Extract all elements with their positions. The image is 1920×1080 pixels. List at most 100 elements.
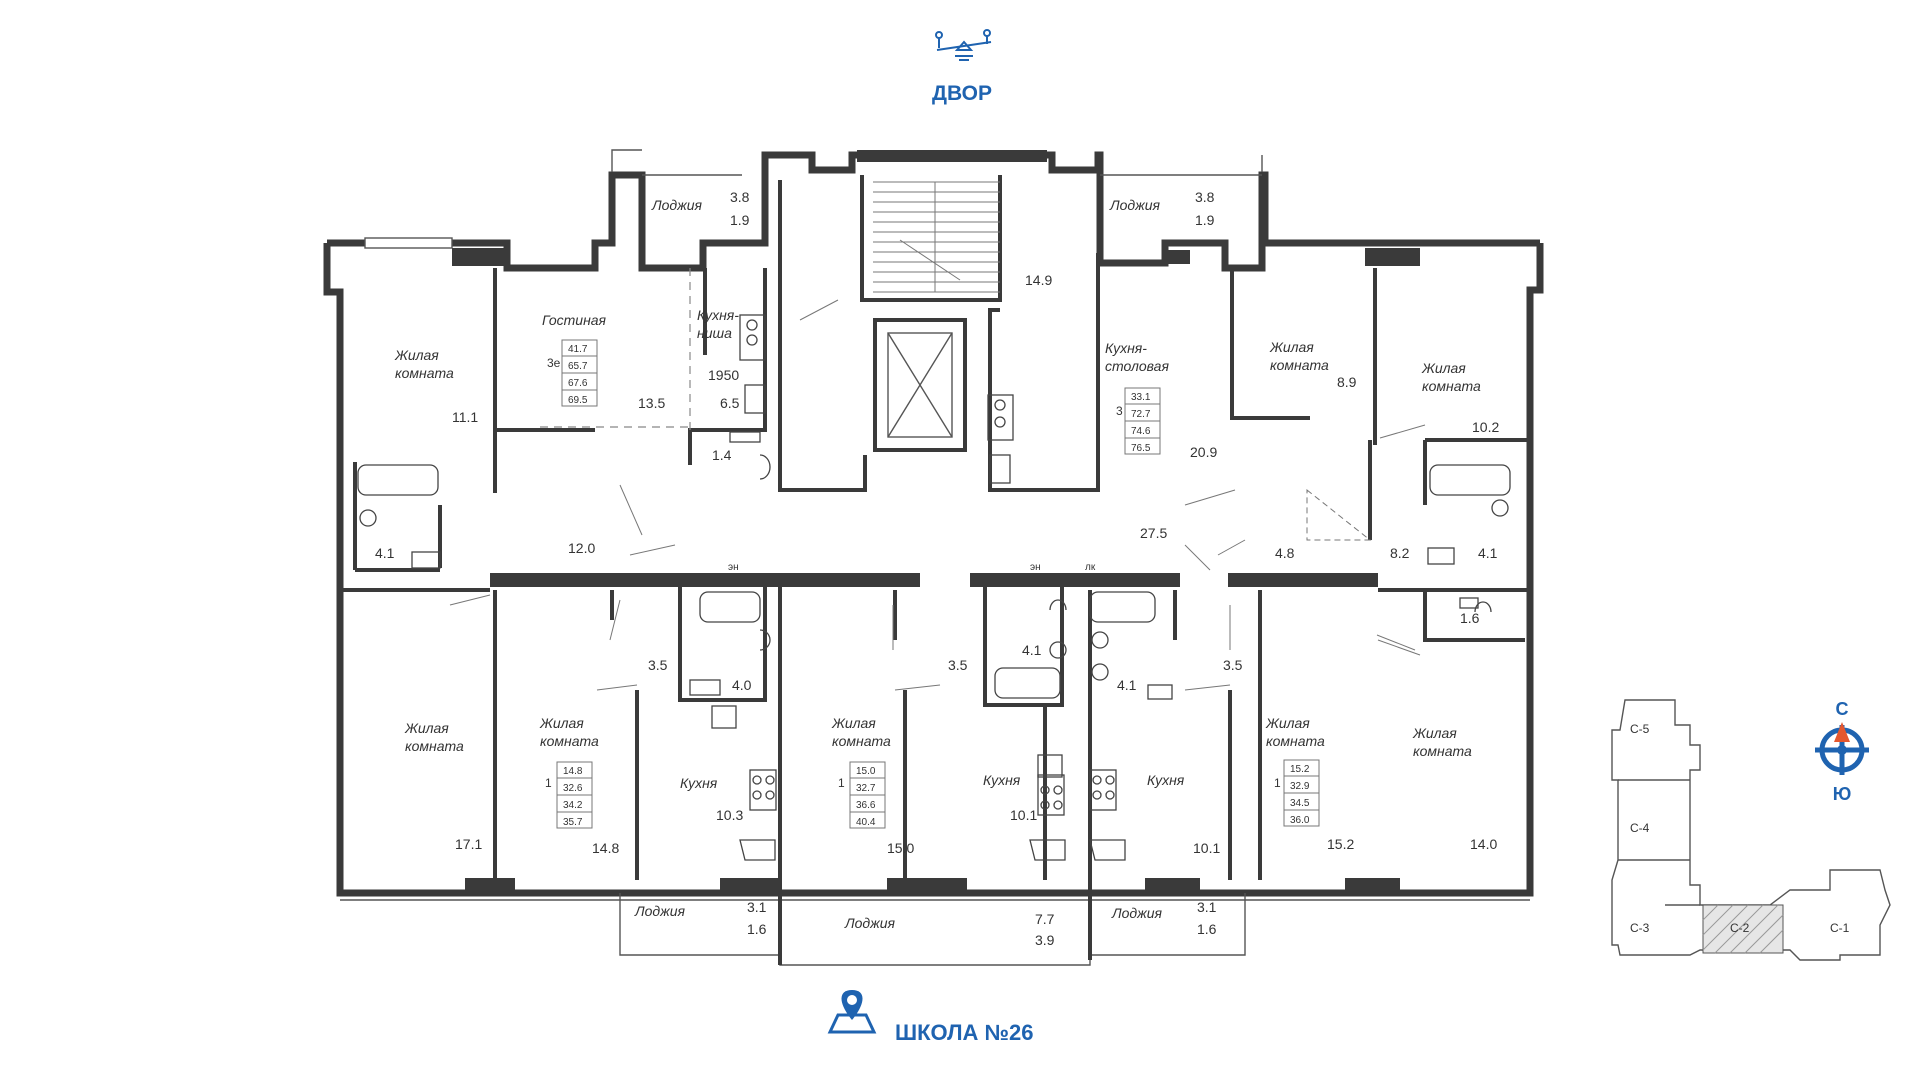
room-area: 4.1: [1478, 545, 1498, 561]
room-label: Кухня: [1147, 772, 1185, 788]
area-table: 14.8 32.6 34.2 35.7: [556, 761, 593, 829]
bathtub-icon: [699, 591, 761, 623]
loggia-area: 3.8: [1195, 189, 1215, 205]
compass-south: Ю: [1833, 784, 1852, 804]
total-area: 74.6: [1131, 426, 1151, 437]
room-label: комната: [1422, 378, 1481, 394]
total-area: 15.2: [1290, 764, 1310, 775]
section-label: С-3: [1630, 921, 1650, 935]
room-label: комната: [395, 365, 454, 381]
shaft-mark: лк: [1085, 562, 1096, 573]
apartment-type: 3е: [547, 356, 561, 370]
apartment-type: 1: [545, 776, 552, 790]
room-area: 14.0: [1470, 836, 1497, 852]
room-label: Кухня: [983, 772, 1021, 788]
section-label: С-5: [1630, 722, 1650, 736]
fixtures: [357, 314, 1511, 861]
area-table: 41.7 65.7 67.6 69.5: [561, 339, 598, 407]
stove-icon: [739, 314, 766, 361]
room-label: Гостиная: [542, 312, 607, 328]
loggia-depth: 1.6: [747, 921, 767, 937]
total-area: 34.2: [563, 800, 583, 811]
section-label-highlighted: С-2: [1730, 921, 1750, 935]
door-swings: [449, 268, 1426, 691]
room-label: комната: [1266, 733, 1325, 749]
total-area: 36.0: [1290, 815, 1310, 826]
room-area: 10.2: [1472, 419, 1499, 435]
loggia-depth: 3.9: [1035, 932, 1055, 948]
total-area: 40.4: [856, 817, 876, 828]
loggia-depth: 1.9: [1195, 212, 1215, 228]
total-area: 33.1: [1131, 392, 1151, 403]
room-area: 14.8: [592, 840, 619, 856]
loggia-area: 3.8: [730, 189, 750, 205]
room-area: 1.4: [712, 447, 732, 463]
outer-walls: [323, 149, 1544, 966]
sink-icon: [359, 509, 377, 527]
total-area: 32.7: [856, 783, 876, 794]
room-label: комната: [1413, 743, 1472, 759]
shaft-mark: эн: [1030, 562, 1041, 573]
bathtub-icon: [357, 464, 439, 496]
toilet-icon: [1427, 547, 1455, 565]
room-label: ниша: [697, 325, 732, 341]
loggia-area: 3.1: [747, 899, 767, 915]
loggia-label: Лоджия: [651, 197, 703, 213]
area-table: 15.2 32.9 34.5 36.0: [1283, 759, 1320, 827]
loggia-label: Лоджия: [634, 903, 686, 919]
room-area: 4.1: [1022, 642, 1042, 658]
total-area: 41.7: [568, 344, 588, 355]
total-area: 34.5: [1290, 798, 1310, 809]
room-label: комната: [405, 738, 464, 754]
kitchen-sink-icon: [989, 454, 1011, 484]
room-area: 11.1: [452, 409, 478, 425]
total-area: 36.6: [856, 800, 876, 811]
room-area: 10.3: [716, 807, 743, 823]
playground-icon: [935, 29, 992, 61]
loggia-depth: 1.9: [730, 212, 750, 228]
room-label: Жилая: [1265, 715, 1310, 731]
loggia-area: 7.7: [1035, 911, 1055, 927]
room-label: Кухня-: [1105, 340, 1147, 356]
room-area: 27.5: [1140, 525, 1167, 541]
room-area: 17.1: [455, 836, 482, 852]
school-label: ШКОЛА №26: [895, 1020, 1034, 1045]
yard-label: ДВОР: [932, 82, 992, 105]
bathtub-icon: [1089, 591, 1156, 623]
kitchen-sink-icon: [744, 384, 766, 414]
loggia-area: 3.1: [1197, 899, 1217, 915]
toilet-icon: [411, 551, 441, 569]
shaft-mark: эн: [728, 562, 739, 573]
room-area: 3.5: [1223, 657, 1243, 673]
map-pin-icon: [827, 990, 877, 1034]
loggia-depth: 1.6: [1197, 921, 1217, 937]
apartment-type: 3: [1116, 404, 1123, 418]
kitchen-sink-icon: [1037, 754, 1063, 778]
total-area: 69.5: [568, 395, 588, 406]
room-area: 8.2: [1390, 545, 1410, 561]
loggia-label: Лоджия: [1109, 197, 1161, 213]
total-area: 32.6: [563, 783, 583, 794]
sink-icon: [1491, 499, 1509, 517]
room-area: 15.0: [887, 840, 914, 856]
bathtub-icon: [994, 667, 1061, 699]
room-area: 12.0: [568, 540, 595, 556]
toilet-icon: [729, 431, 761, 443]
room-area: 15.2: [1327, 836, 1354, 852]
stair-area: 14.9: [1025, 272, 1052, 288]
room-label: Жилая: [539, 715, 584, 731]
bathtub-icon: [1429, 464, 1511, 496]
room-area: 20.9: [1190, 444, 1217, 460]
area-table: 15.0 32.7 36.6 40.4: [849, 761, 886, 829]
room-label: комната: [1270, 357, 1329, 373]
interior-walls: [340, 175, 1530, 965]
stove-icon: [1037, 774, 1065, 816]
room-area: 8.9: [1337, 374, 1357, 390]
total-area: 72.7: [1131, 409, 1151, 420]
room-label: Жилая: [394, 347, 439, 363]
room-label: комната: [832, 733, 891, 749]
total-area: 14.8: [563, 766, 583, 777]
room-area: 6.5: [720, 395, 740, 411]
apartment-type: 1: [1274, 776, 1281, 790]
